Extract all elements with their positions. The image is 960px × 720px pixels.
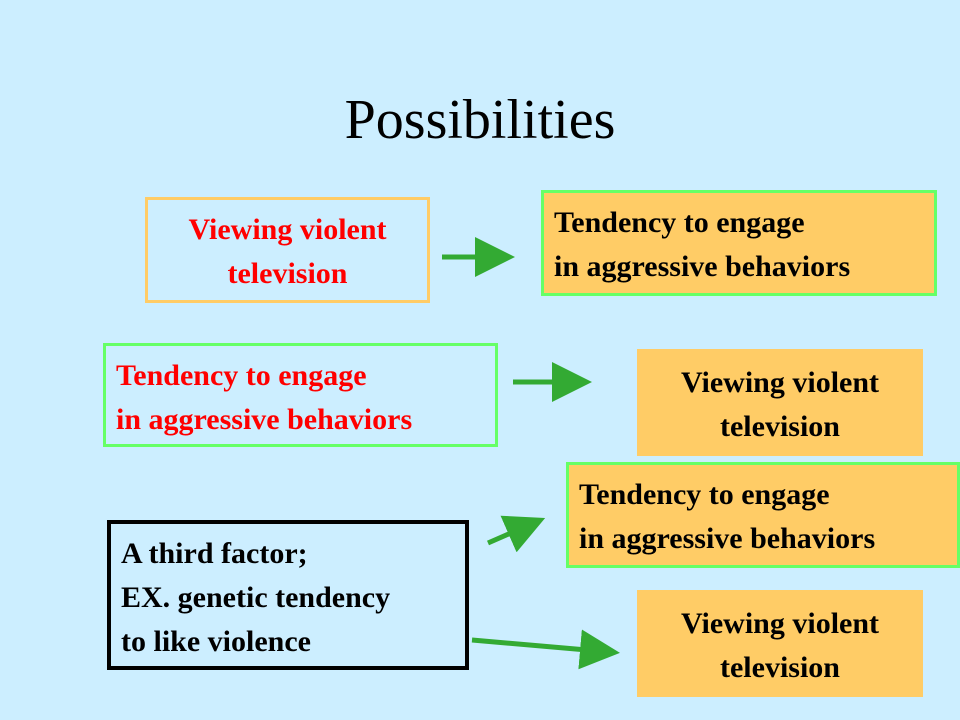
row3-effect-bottom-line2: television bbox=[720, 651, 840, 684]
row1-effect-line2: in aggressive behaviors bbox=[554, 250, 851, 283]
row2-effect-line2: television bbox=[720, 410, 840, 443]
arrow-third-to-tendency bbox=[486, 515, 546, 553]
third-factor-line1: A third factor; bbox=[121, 537, 308, 570]
third-factor-line3: to like violence bbox=[121, 625, 311, 658]
row3-effect-bottom-line1: Viewing violent bbox=[680, 607, 880, 640]
row1-effect-line1: Tendency to engage bbox=[554, 206, 805, 239]
third-factor-line2: EX. genetic tendency bbox=[121, 581, 391, 614]
row3-effect-top-box: Tendency to engage in aggressive behavio… bbox=[566, 462, 960, 568]
arrow-third-to-viewing bbox=[471, 629, 620, 670]
row2-effect-line1: Viewing violent bbox=[680, 366, 880, 399]
row1-cause-box: Viewing violent television bbox=[145, 197, 430, 303]
row3-effect-top-line1: Tendency to engage bbox=[579, 478, 830, 511]
row2-cause-line2: in aggressive behaviors bbox=[116, 403, 413, 436]
row1-cause-line2: television bbox=[227, 257, 348, 290]
row3-effect-bottom-box: Viewing violent television bbox=[637, 590, 923, 697]
row3-effect-top-line2: in aggressive behaviors bbox=[579, 522, 876, 555]
row2-effect-box: Viewing violent television bbox=[637, 349, 923, 456]
row2-cause-line1: Tendency to engage bbox=[116, 359, 367, 392]
row1-cause-line1: Viewing violent bbox=[188, 213, 387, 246]
slide-title: Possibilities bbox=[344, 89, 616, 151]
third-factor-box: A third factor; EX. genetic tendency to … bbox=[107, 520, 469, 670]
row1-effect-box: Tendency to engage in aggressive behavio… bbox=[541, 190, 937, 296]
row2-cause-box: Tendency to engage in aggressive behavio… bbox=[103, 343, 498, 447]
